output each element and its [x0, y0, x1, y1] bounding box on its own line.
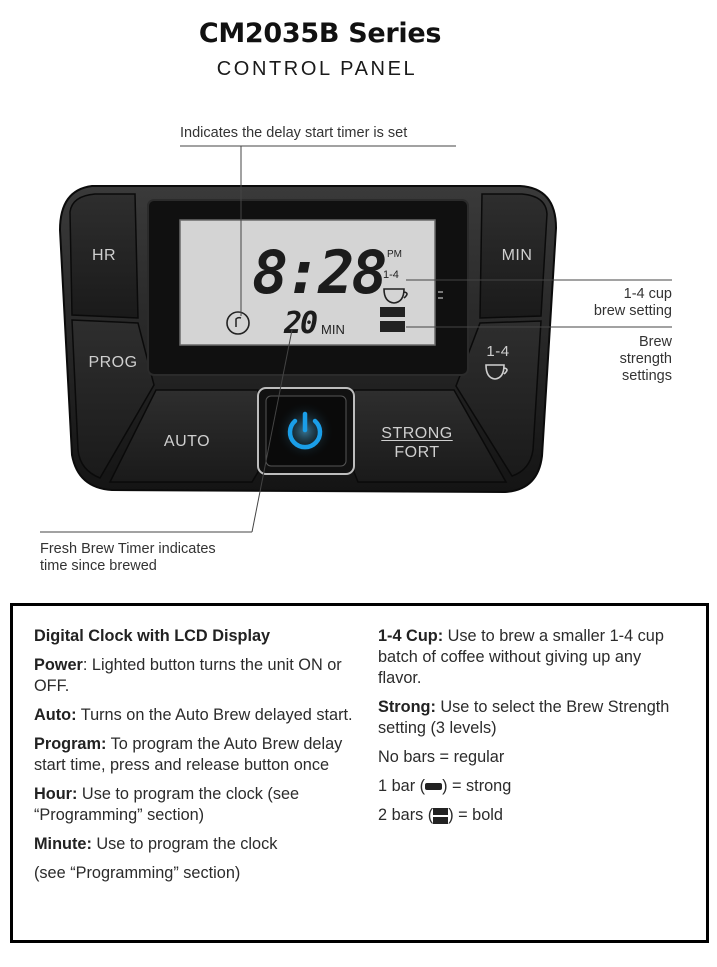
auto-button-label[interactable]: AUTO: [163, 433, 211, 450]
info-heading: Digital Clock with LCD Display: [34, 626, 354, 647]
callout-text: settings: [622, 368, 672, 384]
term-text: Use to brew a smaller 1-4 cup batch of c…: [378, 627, 664, 687]
two-bars-icon: [433, 807, 449, 824]
power-description: Power: Lighted button turns the unit ON …: [34, 655, 354, 697]
term-text: ) = bold: [448, 806, 503, 824]
one-four-button-label[interactable]: 1-4: [486, 343, 510, 360]
cup-description: 1-4 Cup: Use to brew a smaller 1-4 cup b…: [378, 626, 688, 689]
lcd-cup-icon: [383, 288, 408, 304]
prog-button-label[interactable]: PROG: [88, 354, 138, 371]
cup-icon: [485, 364, 508, 380]
term-label: Power: [34, 656, 83, 674]
term-text: Use to select the Brew Strength setting …: [378, 698, 670, 737]
hour-description: Hour: Use to program the clock (see “Pro…: [34, 784, 354, 826]
lcd-delay-timer-icon: [226, 311, 250, 335]
strong-description: Strong: Use to select the Brew Strength …: [378, 697, 688, 739]
term-text: 1 bar (: [378, 777, 426, 795]
page-title: CM2035B Series: [198, 18, 442, 49]
lcd-clock-time: 8:28: [252, 238, 387, 308]
page-subtitle: CONTROL PANEL: [216, 58, 418, 80]
term-text: Use to program the clock (see “Programmi…: [34, 785, 300, 824]
brew-strength-callout: Brew strength settings: [522, 334, 672, 385]
no-bars-line: No bars = regular: [378, 748, 505, 766]
lcd-cup-indicator: 1-4: [383, 269, 399, 281]
fresh-brew-callout: Fresh Brew Timer indicates time since br…: [40, 541, 300, 575]
term-text: 2 bars (: [378, 806, 434, 824]
term-label: Hour:: [34, 785, 78, 803]
term-text: : Lighted button turns the unit ON or OF…: [34, 656, 342, 695]
callout-text: Fresh Brew Timer indicates: [40, 541, 216, 557]
term-label: Minute:: [34, 835, 92, 853]
lcd-fresh-timer: 20: [284, 306, 318, 341]
lcd-strength-bar-2: [380, 321, 405, 332]
term-text: Use to program the clock: [91, 835, 278, 853]
right-column: 1-4 Cup: Use to brew a smaller 1-4 cup b…: [378, 626, 688, 834]
minute-description: Minute: Use to program the clock: [34, 834, 354, 855]
callout-text: time since brewed: [40, 558, 157, 574]
lcd-pm-indicator: PM: [387, 249, 402, 260]
callout-text: 1-4 cup: [623, 286, 672, 302]
one-bar-icon: [425, 783, 443, 791]
left-column: Digital Clock with LCD Display Power: Li…: [34, 626, 354, 892]
callout-text: brew setting: [593, 303, 672, 319]
lcd-timer-unit: MIN: [321, 322, 345, 337]
one-bar-line: 1 bar ( ) = strong: [378, 776, 688, 797]
callout-text: strength: [619, 351, 672, 367]
term-label: Program:: [34, 735, 107, 753]
program-description: Program: To program the Auto Brew delay …: [34, 734, 354, 776]
fort-text: FORT: [394, 444, 440, 461]
min-button-label[interactable]: MIN: [501, 247, 533, 264]
min-button: [479, 193, 548, 319]
auto-description: Auto: Turns on the Auto Brew delayed sta…: [34, 705, 354, 726]
term-text: ) = strong: [442, 777, 512, 795]
two-bars-line: 2 bars ( ) = bold: [378, 805, 688, 826]
term-label: 1-4 Cup:: [378, 627, 444, 645]
prog-button: [71, 319, 155, 479]
heading-text: Digital Clock with LCD Display: [34, 627, 271, 645]
term-label: Auto:: [34, 706, 77, 724]
callout-text: Brew: [638, 334, 672, 350]
minute-description-cont: (see “Programming” section): [34, 864, 241, 882]
one-four-button: [455, 320, 542, 477]
delay-timer-callout: Indicates the delay start timer is set: [180, 125, 408, 141]
term-label: Strong:: [378, 698, 436, 716]
term-text: To program the Auto Brew delay start tim…: [34, 735, 343, 774]
lcd-strength-bar-1: [380, 307, 405, 317]
cup-setting-callout: 1-4 cup brew setting: [522, 286, 672, 320]
strong-button-label[interactable]: STRONG FORT: [368, 424, 466, 462]
term-text: Turns on the Auto Brew delayed start.: [76, 706, 353, 724]
hr-button-label[interactable]: HR: [91, 247, 117, 264]
strong-text: STRONG: [381, 425, 453, 442]
feature-description-box: Digital Clock with LCD Display Power: Li…: [10, 603, 709, 943]
hr-button: [69, 193, 139, 319]
